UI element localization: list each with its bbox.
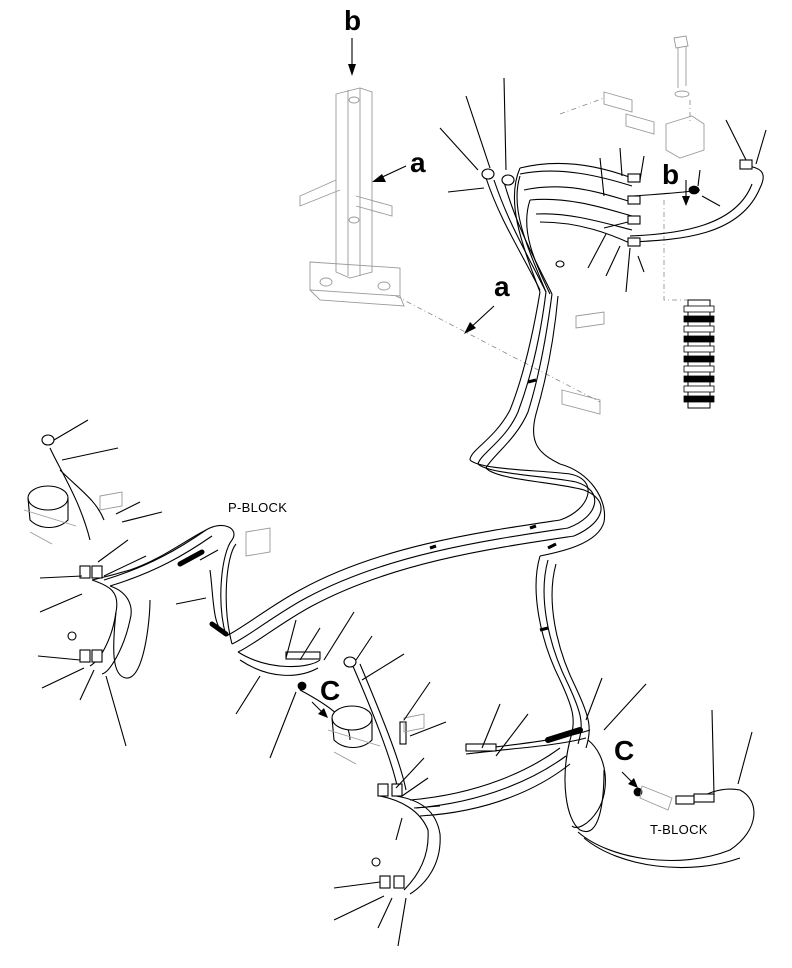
callout-b-top: b bbox=[344, 5, 361, 36]
leader-line bbox=[625, 247, 631, 293]
manifold-port bbox=[683, 315, 715, 323]
leader-line bbox=[401, 777, 429, 797]
leader-line bbox=[637, 255, 645, 273]
leader-line bbox=[103, 555, 147, 577]
leader-line bbox=[603, 221, 629, 229]
support-bracket-ghost bbox=[299, 87, 405, 307]
leader-line bbox=[503, 77, 507, 171]
leader-line bbox=[585, 677, 603, 721]
leader-lines bbox=[37, 77, 767, 947]
leader-line bbox=[603, 683, 647, 731]
callout-a-mid: a bbox=[494, 271, 510, 302]
manifold-block bbox=[683, 299, 715, 409]
leader-line bbox=[235, 675, 261, 715]
manifold-port bbox=[683, 305, 715, 313]
leader-line bbox=[105, 675, 127, 747]
hose-sleeves bbox=[177, 378, 583, 743]
leader-line bbox=[481, 703, 501, 749]
manifold-port bbox=[683, 395, 715, 403]
leader-line bbox=[175, 597, 207, 605]
leader-line bbox=[697, 169, 701, 187]
fittings bbox=[41, 159, 753, 889]
manifold-port bbox=[683, 325, 715, 333]
leader-line bbox=[53, 419, 89, 441]
leader-line bbox=[701, 195, 721, 207]
leader-line bbox=[447, 187, 485, 193]
callout-arrows bbox=[311, 38, 690, 788]
leader-line bbox=[285, 619, 297, 659]
leader-line bbox=[495, 713, 529, 757]
manifold-port bbox=[683, 375, 715, 383]
leader-line bbox=[323, 611, 355, 661]
label-t-block: T-BLOCK bbox=[650, 822, 708, 837]
label-p-block: P-BLOCK bbox=[228, 500, 287, 515]
leader-line bbox=[355, 635, 373, 661]
leader-line bbox=[639, 155, 645, 181]
leader-line bbox=[587, 233, 607, 269]
leader-line bbox=[619, 147, 623, 177]
callout-c-right: C bbox=[614, 735, 634, 766]
hose-bundle bbox=[49, 163, 764, 895]
leader-line bbox=[333, 895, 385, 921]
callout-a-upper: a bbox=[410, 147, 426, 178]
leader-line bbox=[121, 511, 163, 523]
leader-line bbox=[711, 709, 715, 795]
manifold-port bbox=[683, 345, 715, 353]
manifold-port bbox=[683, 385, 715, 393]
leader-line bbox=[39, 593, 83, 613]
leader-line bbox=[333, 881, 381, 889]
leader-line bbox=[725, 119, 747, 161]
leader-line bbox=[41, 667, 85, 689]
leader-line bbox=[605, 245, 621, 277]
leader-line bbox=[755, 129, 767, 165]
valve-block-ghost bbox=[395, 35, 705, 415]
pilot-valves bbox=[23, 485, 673, 811]
leader-line bbox=[269, 691, 297, 759]
leader-line bbox=[737, 731, 753, 785]
leader-line bbox=[395, 757, 425, 789]
callout-c-center: C bbox=[320, 675, 340, 706]
manifold-port bbox=[683, 365, 715, 373]
leader-line bbox=[299, 627, 321, 661]
callout-b-right: b bbox=[662, 159, 679, 190]
leader-line bbox=[465, 95, 491, 169]
leader-line bbox=[439, 127, 479, 171]
manifold-port bbox=[683, 335, 715, 343]
leader-line bbox=[115, 501, 141, 515]
manifold-port bbox=[683, 355, 715, 363]
leader-line bbox=[79, 669, 95, 701]
leader-line bbox=[37, 655, 81, 661]
leader-line bbox=[599, 157, 605, 197]
leader-line bbox=[397, 897, 407, 947]
leader-line bbox=[409, 721, 447, 737]
leader-line bbox=[97, 539, 129, 563]
leader-line bbox=[361, 653, 405, 681]
leader-line bbox=[413, 805, 441, 809]
leader-line bbox=[395, 817, 403, 841]
leader-line bbox=[403, 681, 431, 721]
leader-line bbox=[377, 897, 393, 929]
leader-line bbox=[61, 447, 119, 461]
leader-line bbox=[39, 575, 83, 579]
